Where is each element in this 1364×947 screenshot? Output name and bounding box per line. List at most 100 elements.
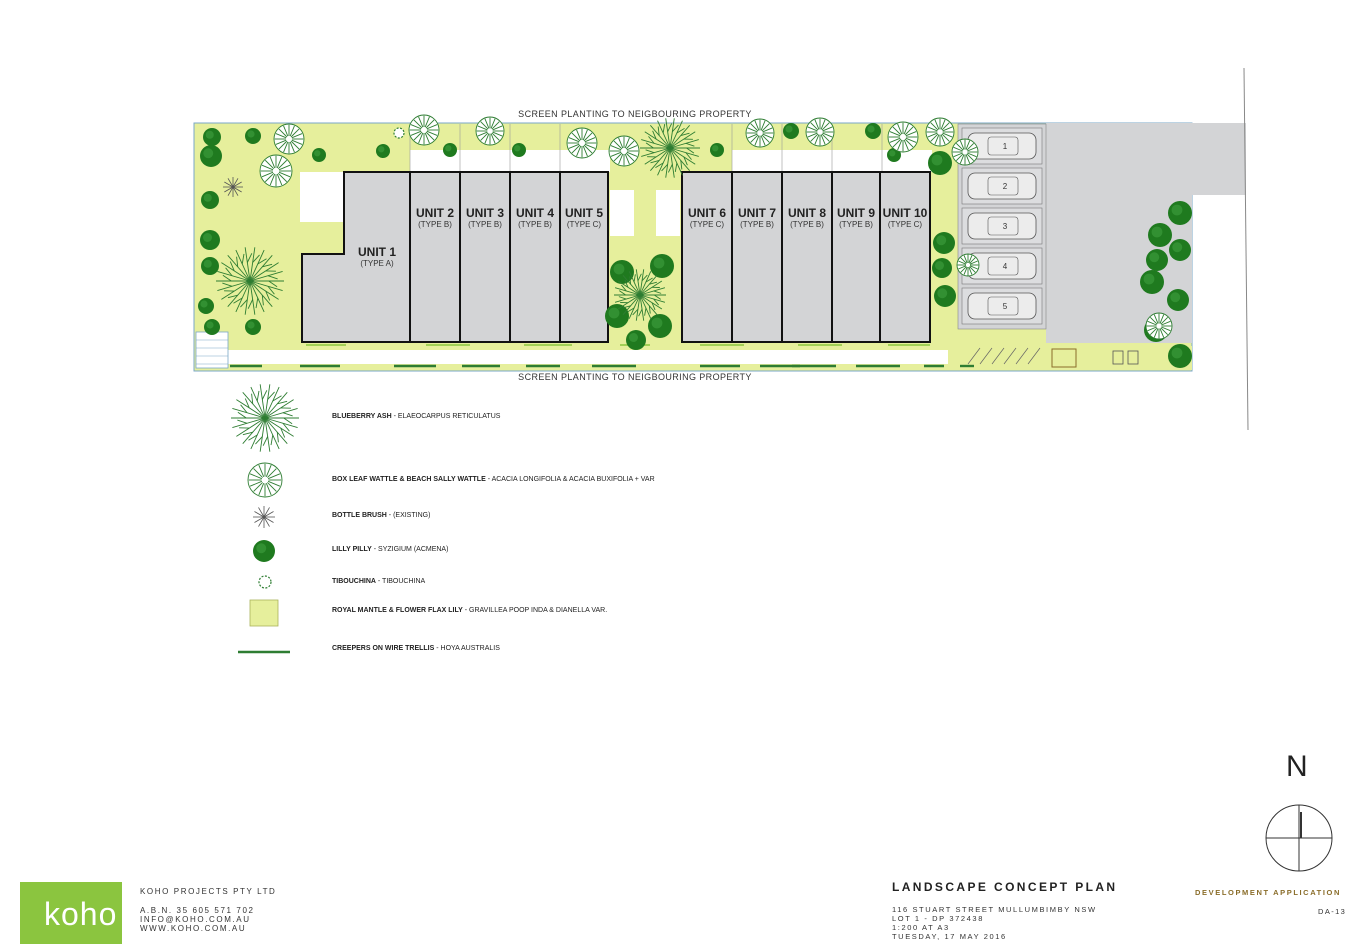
blueberry-ash-icon — [614, 269, 666, 321]
koho-logo: koho — [20, 882, 122, 944]
car-roof — [987, 136, 1019, 156]
unit-label: UNIT 2 — [416, 206, 454, 220]
sheet-number: DA-13 — [1318, 907, 1347, 916]
tibouchina-icon — [258, 575, 272, 589]
legend-item: ROYAL MANTLE & FLOWER FLAX LILY - GRAVIL… — [332, 607, 607, 614]
legend-botanical-name: - ELAEOCARPUS RETICULATUS — [391, 413, 501, 420]
unit-type: (TYPE B) — [468, 220, 502, 229]
bay-number: 3 — [1003, 222, 1008, 231]
units: UNIT 1(TYPE A)UNIT 2(TYPE B)UNIT 3(TYPE … — [301, 171, 931, 343]
legend-common-name: BOTTLE BRUSH — [332, 512, 387, 519]
front-courtyard — [1046, 346, 1192, 370]
unit-3: UNIT 3(TYPE B) — [459, 171, 511, 343]
website: WWW.KOHO.COM.AU — [140, 924, 247, 933]
unit-type: (TYPE C) — [690, 220, 725, 229]
company-name: KOHO PROJECTS PTY LTD — [140, 887, 277, 896]
company-contact: A.B.N. 35 605 571 702 INFO@KOHO.COM.AU W… — [140, 906, 255, 933]
email: INFO@KOHO.COM.AU — [140, 915, 251, 924]
bottle-brush-icon — [223, 177, 243, 197]
screen-planting-top-label: SCREEN PLANTING TO NEIGBOURING PROPERTY — [518, 109, 752, 119]
wattle-icon — [259, 154, 293, 188]
wattle-icon — [475, 116, 505, 146]
lilly-pilly-icon — [245, 319, 261, 335]
unit-label: UNIT 5 — [565, 206, 603, 220]
meter-box-a — [1112, 350, 1124, 365]
legend-item: CREEPERS ON WIRE TRELLIS - HOYA AUSTRALI… — [332, 645, 500, 652]
unit-footprint — [459, 171, 511, 343]
unit-footprint — [879, 171, 931, 343]
unit-label: UNIT 6 — [688, 206, 726, 220]
wattle-icon — [566, 127, 598, 159]
bottle-brush-icon — [253, 506, 275, 528]
legend-botanical-name: - ACACIA LONGIFOLIA & ACACIA BUXIFOLIA +… — [485, 476, 655, 483]
abn: A.B.N. 35 605 571 702 — [140, 906, 255, 915]
project-details: 116 STUART STREET MULLUMBIMBY NSW LOT 1 … — [892, 905, 1097, 941]
rear-path — [228, 350, 948, 364]
lilly-pilly-icon — [200, 230, 220, 250]
unit-footprint — [831, 171, 881, 343]
unit-footprint — [409, 171, 461, 343]
blueberry-ash-icon — [640, 118, 700, 178]
groundcover-swatch-icon — [249, 599, 279, 627]
lilly-pilly-icon — [887, 148, 901, 162]
legend-item: BLUEBERRY ASH - ELAEOCARPUS RETICULATUS — [332, 413, 500, 420]
tibouchina-icon — [393, 127, 405, 139]
car-roof — [987, 256, 1019, 276]
unit-type: (TYPE A) — [360, 259, 394, 268]
lilly-pilly-icon — [1168, 201, 1192, 225]
neighbour-lot — [1192, 123, 1246, 195]
bay-number: 5 — [1003, 302, 1008, 311]
lilly-pilly-icon — [710, 143, 724, 157]
legend-botanical-name: - (EXISTING) — [386, 512, 431, 519]
wattle-icon — [887, 121, 919, 153]
bay-number: 2 — [1003, 182, 1008, 191]
wattle-icon — [1145, 312, 1173, 340]
north-label: N — [1286, 750, 1308, 783]
unit-label: UNIT 1 — [358, 245, 396, 259]
property-line — [1243, 67, 1249, 431]
logo-text: koho — [44, 896, 118, 932]
legend-item: TIBOUCHINA - TIBOUCHINA — [332, 578, 425, 585]
bay-number: 1 — [1003, 142, 1008, 151]
unit-9: UNIT 9(TYPE B) — [831, 171, 881, 343]
legend-botanical-name: - GRAVILLEA POOP INDA & DIANELLA VAR. — [462, 607, 608, 614]
legend-botanical-name: - TIBOUCHINA — [375, 578, 426, 585]
letterbox — [1051, 348, 1077, 368]
lilly-pilly-icon — [650, 254, 674, 278]
blueberry-ash-icon — [231, 384, 299, 452]
legend-icons — [231, 384, 299, 654]
lilly-pilly-icon — [204, 319, 220, 335]
unit-type: (TYPE B) — [790, 220, 824, 229]
lilly-pilly-icon — [1146, 249, 1168, 271]
plan-title: LANDSCAPE CONCEPT PLAN — [892, 880, 1118, 894]
blueberry-ash-icon — [216, 247, 284, 315]
wattle-icon — [745, 118, 775, 148]
lilly-pilly-icon — [198, 298, 214, 314]
parking-bay: 3 — [961, 207, 1043, 245]
legend-common-name: ROYAL MANTLE & FLOWER FLAX LILY — [332, 607, 463, 614]
address: 116 STUART STREET MULLUMBIMBY NSW — [892, 905, 1097, 914]
unit-type: (TYPE B) — [418, 220, 452, 229]
meter-box-b — [1127, 350, 1139, 365]
unit-type: (TYPE C) — [888, 220, 923, 229]
wattle-icon — [247, 462, 283, 498]
lilly-pilly-icon — [201, 191, 219, 209]
lilly-pilly-icon — [932, 258, 952, 278]
unit-label: UNIT 8 — [788, 206, 826, 220]
unit-label: UNIT 10 — [883, 206, 928, 220]
car-roof — [987, 176, 1019, 196]
lilly-pilly-icon — [610, 260, 634, 284]
lilly-pilly-icon — [1169, 239, 1191, 261]
unit-type: (TYPE B) — [839, 220, 873, 229]
scale: 1:200 AT A3 — [892, 923, 950, 932]
lilly-pilly-icon — [201, 257, 219, 275]
unit-8: UNIT 8(TYPE B) — [781, 171, 833, 343]
unit-label: UNIT 3 — [466, 206, 504, 220]
lilly-pilly-icon — [783, 123, 799, 139]
unit-type: (TYPE B) — [518, 220, 552, 229]
legend-item: BOTTLE BRUSH - (EXISTING) — [332, 512, 430, 519]
car-icon — [967, 212, 1037, 240]
lilly-pilly-icon — [376, 144, 390, 158]
lilly-pilly-icon — [928, 151, 952, 175]
